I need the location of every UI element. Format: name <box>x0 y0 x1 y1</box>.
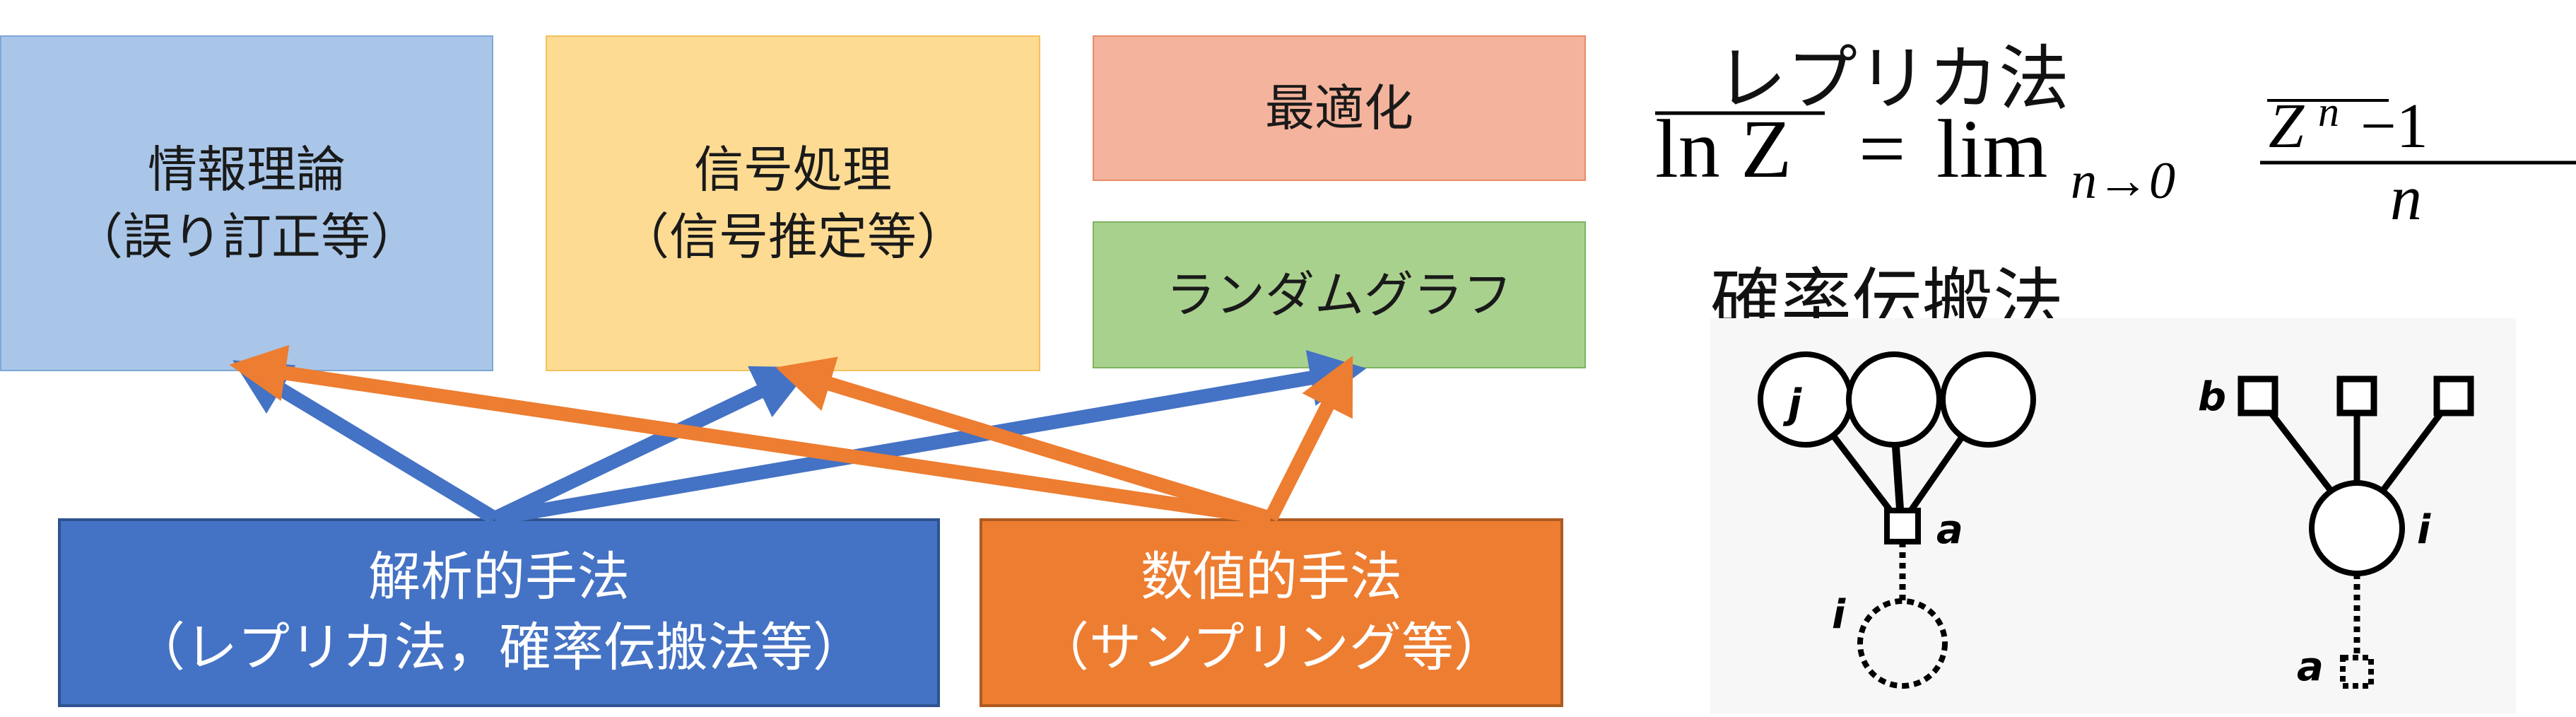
arrow-numeric-to-info <box>229 344 1272 525</box>
info-theory-box: 情報理論 （誤り訂正等） <box>0 35 493 371</box>
arrow-numeric-to-signal <box>775 356 1273 525</box>
arrow-analytic-to-signal <box>491 366 811 525</box>
denominator-n: n <box>2390 163 2422 233</box>
random-graph-box: ランダムグラフ <box>1093 221 1586 368</box>
variable-node-middle <box>1846 351 1942 448</box>
factor-node-right <box>2433 375 2474 416</box>
left-factor-graph: j a i <box>1758 351 2036 689</box>
variable-node-j <box>1758 351 1854 448</box>
factor-graph-panel: j a i b i a <box>1710 318 2516 714</box>
label-a-left: a <box>1936 507 1963 553</box>
variable-node-i-dashed <box>1857 598 1948 689</box>
signal-processing-box: 信号処理 （信号推定等） <box>546 35 1040 371</box>
info-theory-subtitle: （誤り訂正等） <box>73 207 420 266</box>
replica-method-title: レプリカ法 <box>1716 37 2069 120</box>
analytic-method-box: 解析的手法 （レプリカ法，確率伝搬法等） <box>58 518 940 707</box>
numeric-method-subtitle: （サンプリング等） <box>1037 617 1506 678</box>
numerator-z: Z <box>2269 92 2305 161</box>
numerator-minus-one: −1 <box>2360 92 2428 161</box>
arrow-analytic-to-info <box>233 360 499 525</box>
arrows-layer <box>229 344 1367 525</box>
lim-text: lim <box>1936 103 2047 195</box>
right-factor-graph: b i a <box>2198 374 2474 690</box>
factor-node-middle <box>2336 375 2377 416</box>
lhs-lnz: ln Z <box>1655 103 1792 195</box>
info-theory-title: 情報理論 <box>148 141 346 199</box>
factor-node-a-dashed <box>2340 655 2374 689</box>
numeric-method-title: 数値的手法 <box>1141 546 1402 607</box>
analytic-method-subtitle: （レプリカ法，確率伝搬法等） <box>133 617 865 678</box>
arrow-numeric-to-random-graph <box>1264 355 1353 522</box>
analytic-method-title: 解析的手法 <box>368 546 630 607</box>
signal-processing-title: 信号処理 <box>694 141 892 199</box>
label-a-right: a <box>2297 644 2324 690</box>
replica-formula: ln Z = lim n→0 Z n −1 n <box>1655 92 2576 233</box>
factor-graph-svg: j a i b i a <box>1758 351 2474 690</box>
label-b: b <box>2198 374 2226 420</box>
numeric-method-box: 数値的手法 （サンプリング等） <box>980 518 1563 707</box>
label-i-right: i <box>2417 507 2431 553</box>
label-i-left: i <box>1832 592 1846 638</box>
variable-node-right <box>1940 351 2036 448</box>
arrow-analytic-to-random-graph <box>493 350 1367 525</box>
numerator-exponent: n <box>2318 92 2339 135</box>
variable-node-i <box>2309 480 2405 576</box>
signal-processing-subtitle: （信号推定等） <box>620 207 966 266</box>
equals-sign: = <box>1859 103 1906 195</box>
lim-subscript: n→0 <box>2071 152 2175 210</box>
optimization-title: 最適化 <box>1265 78 1413 137</box>
optimization-box: 最適化 <box>1093 35 1586 181</box>
factor-node-b <box>2237 375 2278 416</box>
factor-node-a <box>1884 508 1921 544</box>
random-graph-title: ランダムグラフ <box>1166 265 1512 324</box>
